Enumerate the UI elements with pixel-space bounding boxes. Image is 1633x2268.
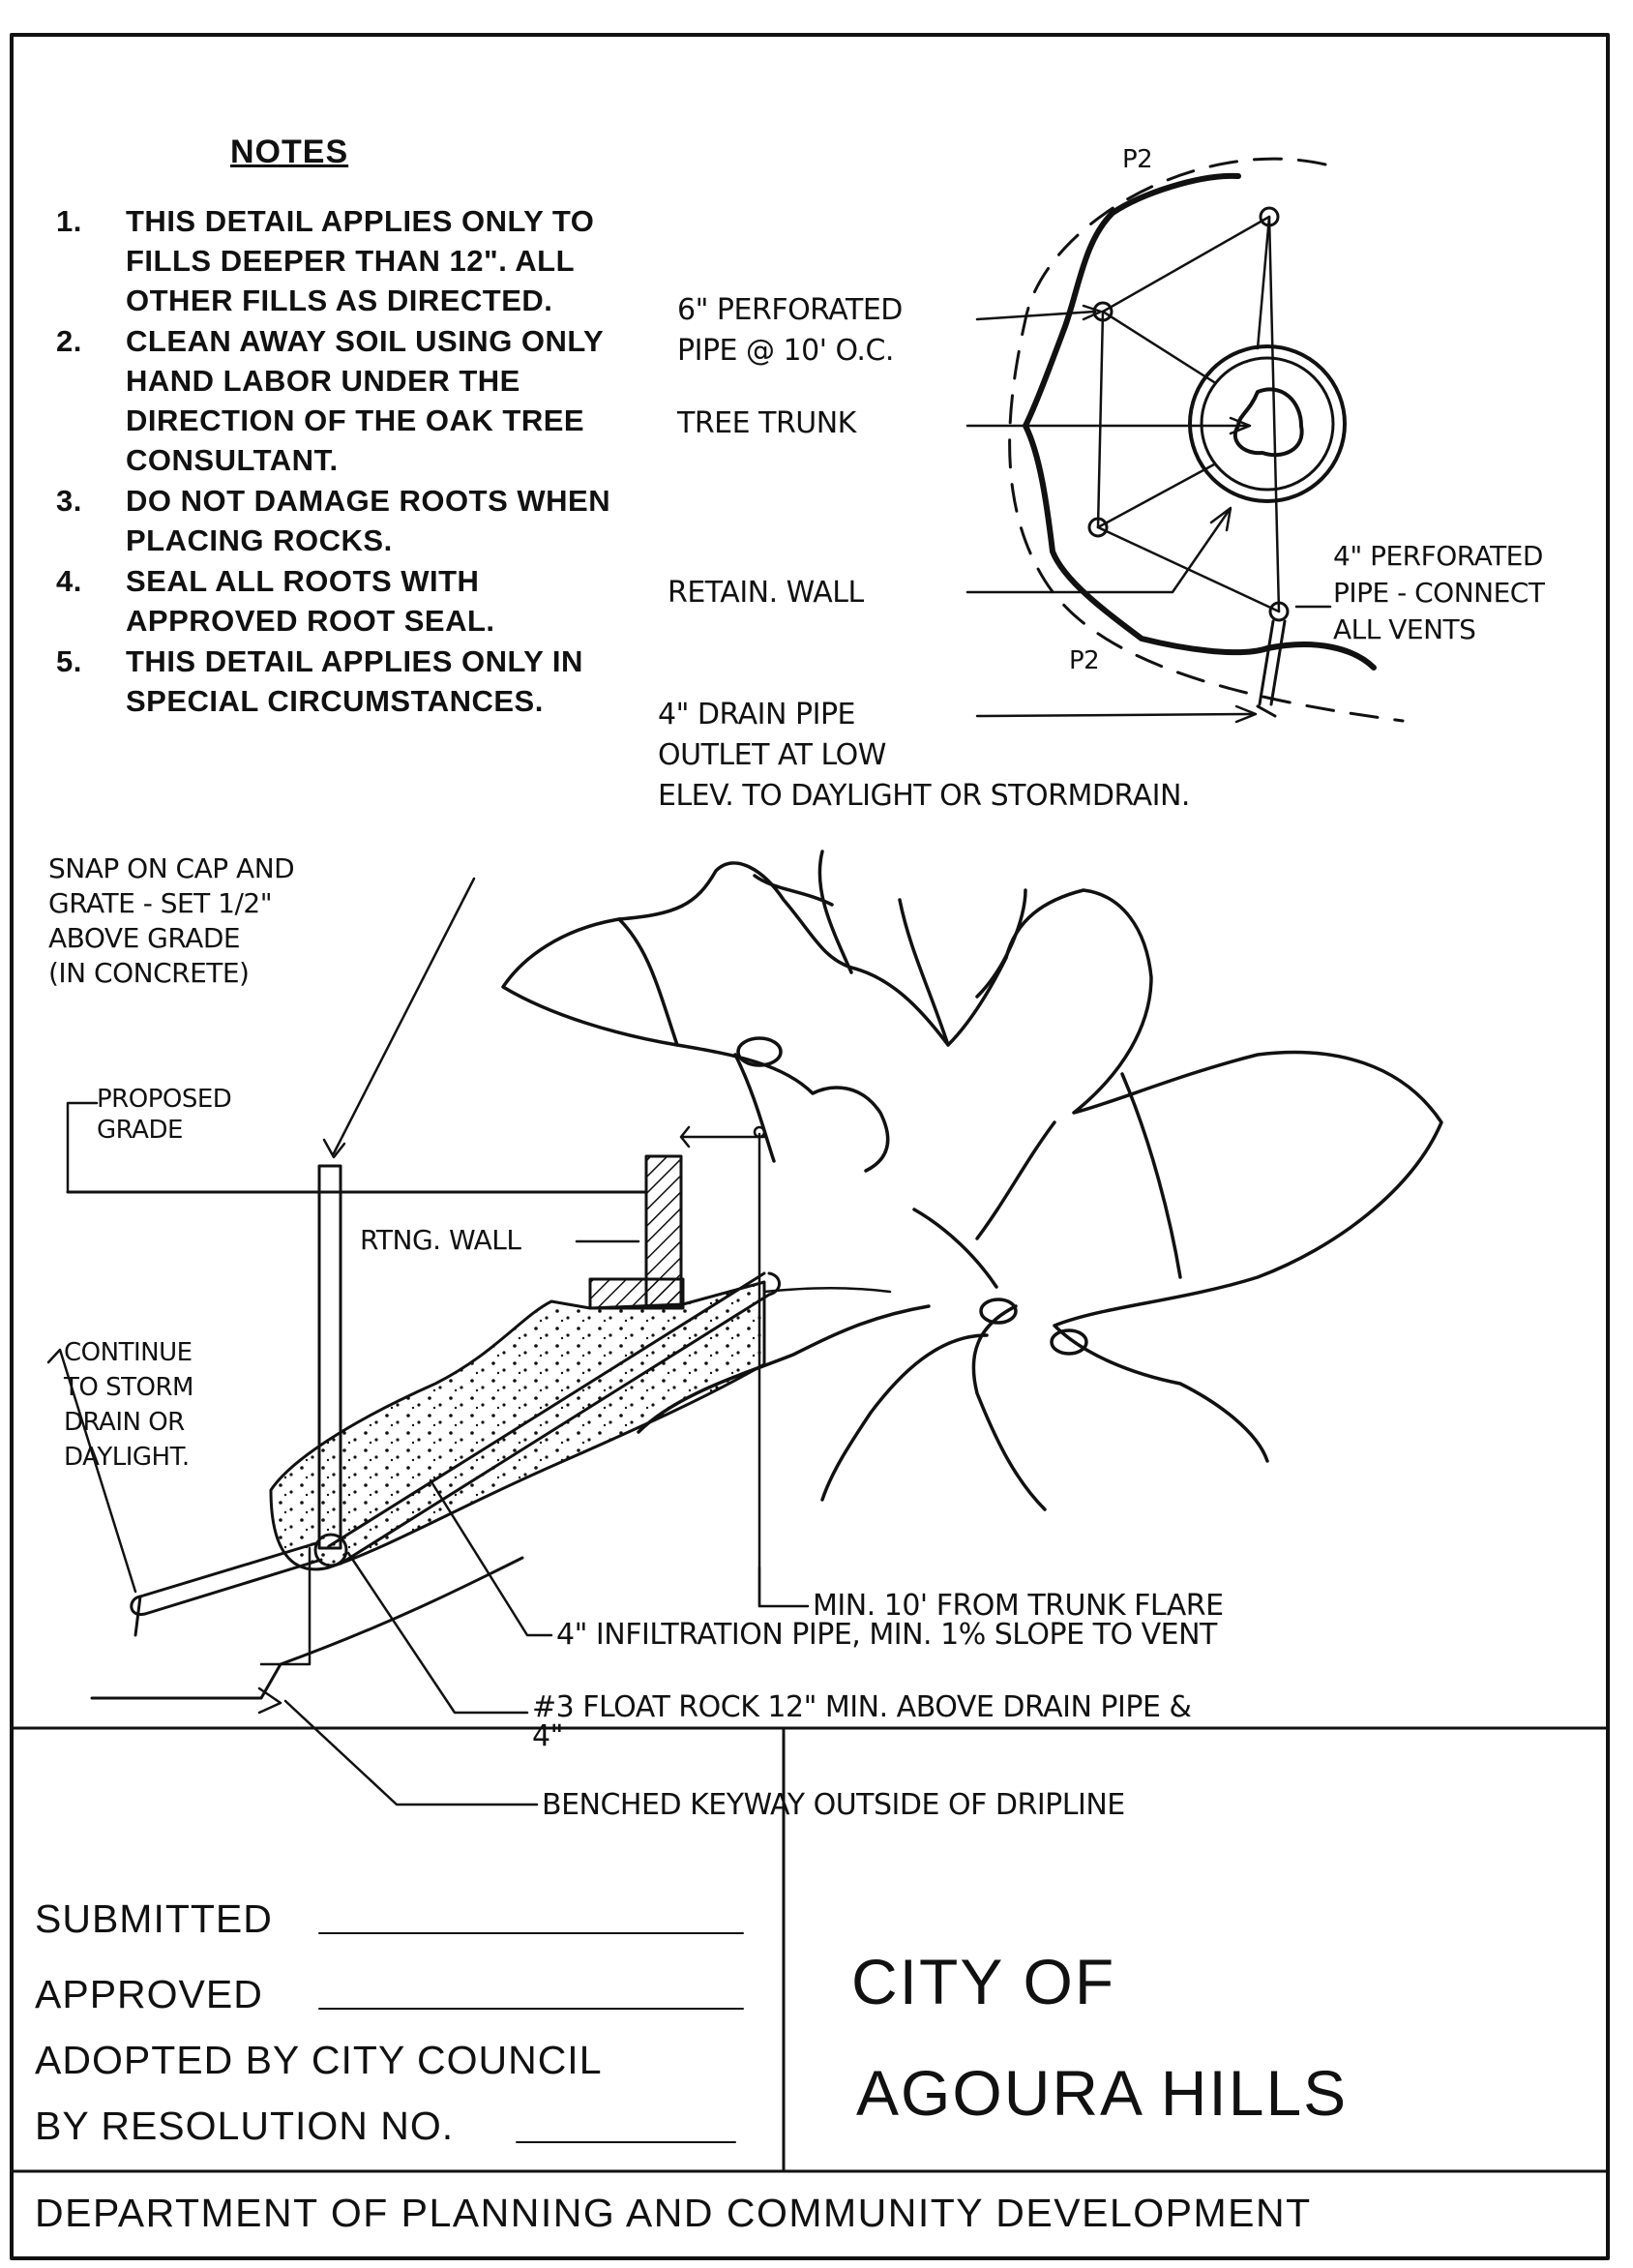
note-text: CLEAN AWAY SOIL USING ONLY HAND LABOR UN… xyxy=(126,324,604,477)
drain-outlet xyxy=(1256,619,1287,718)
wall-dimension xyxy=(679,1125,766,1608)
retain-wall-label: RETAIN. WALL xyxy=(668,576,864,610)
note-text: DO NOT DAMAGE ROOTS WHEN PLACING ROCKS. xyxy=(126,484,611,557)
oak-tree-illustration xyxy=(501,850,1443,1511)
submitted-label: SUBMITTED xyxy=(35,1896,273,1941)
rtng-wall-label: RTNG. WALL xyxy=(360,1224,521,1256)
city-line-2: AGOURA HILLS xyxy=(856,2057,1349,2129)
city-line-1: CITY OF xyxy=(851,1946,1116,2017)
label-line: OUTLET AT LOW xyxy=(658,738,886,772)
perforated-6in-label: 6" PERFORATED PIPE @ 10' O.C. xyxy=(677,290,903,372)
benched-keyway-label: BENCHED KEYWAY OUTSIDE OF DRIPLINE xyxy=(542,1788,1125,1822)
note-text: THIS DETAIL APPLIES ONLY TO FILLS DEEPER… xyxy=(126,204,595,317)
label-line: PROPOSED xyxy=(97,1085,232,1114)
note-text: SEAL ALL ROOTS WITH APPROVED ROOT SEAL. xyxy=(126,564,495,638)
note-1: 1. THIS DETAIL APPLIES ONLY TO FILLS DEEP… xyxy=(56,201,646,320)
proposed-grade-label: PROPOSED GRADE xyxy=(97,1084,232,1146)
label-line: 4" xyxy=(532,1719,563,1753)
label-line: ELEV. TO DAYLIGHT OR STORMDRAIN. xyxy=(658,779,1190,813)
note-4: 4. SEAL ALL ROOTS WITH APPROVED ROOT SEAL… xyxy=(56,561,646,641)
pipe-elbow xyxy=(313,1533,348,1567)
label-line: PIPE - CONNECT xyxy=(1333,577,1545,609)
pipe-network xyxy=(1096,215,1281,613)
float-rock-label: #3 FLOAT ROCK 12" MIN. ABOVE DRAIN PIPE … xyxy=(532,1690,1192,1753)
section-view xyxy=(46,850,1443,1806)
root-cut xyxy=(1050,1328,1088,1356)
knot-1 xyxy=(736,1036,783,1067)
trunk-ring-outer xyxy=(1188,344,1347,503)
label-line: #3 FLOAT ROCK 12" MIN. ABOVE DRAIN PIPE … xyxy=(532,1690,1192,1724)
note-2: 2. CLEAN AWAY SOIL USING ONLY HAND LABOR … xyxy=(56,321,646,480)
approved-label: APPROVED xyxy=(35,1972,263,2016)
label-line: DAYLIGHT. xyxy=(64,1443,190,1472)
notes-list: 1. THIS DETAIL APPLIES ONLY TO FILLS DEEP… xyxy=(56,201,646,722)
note-number: 1. xyxy=(56,204,82,238)
plan-leaders xyxy=(965,304,1332,724)
label-line: PIPE @ 10' O.C. xyxy=(677,334,894,368)
p2-label-bottom: P2 xyxy=(1069,646,1100,675)
p2-dashed-arc xyxy=(1008,157,1405,723)
note-number: 2. xyxy=(56,324,82,358)
notes-title: NOTES xyxy=(230,134,349,170)
note-3: 3. DO NOT DAMAGE ROOTS WHEN PLACING ROCKS… xyxy=(56,481,646,560)
drain-pipe-label: 4" DRAIN PIPE OUTLET AT LOW ELEV. TO DAY… xyxy=(658,695,1190,817)
label-line: SNAP ON CAP AND xyxy=(48,852,295,884)
label-line: GRADE xyxy=(97,1116,183,1145)
tree-trunk-shape xyxy=(1232,387,1304,458)
section-leaders xyxy=(46,877,810,1806)
keyway-step xyxy=(259,1546,312,1666)
sheet-border xyxy=(10,33,1610,2260)
label-line: DRAIN OR xyxy=(64,1408,185,1437)
perforated-4in-label: 4" PERFORATED PIPE - CONNECT ALL VENTS xyxy=(1333,538,1545,648)
infiltration-pipe-label: 4" INFILTRATION PIPE, MIN. 1% SLOPE TO V… xyxy=(556,1618,1217,1652)
note-text: THIS DETAIL APPLIES ONLY IN SPECIAL CIRC… xyxy=(126,644,583,718)
continue-storm-label: CONTINUE TO STORM DRAIN OR DAYLIGHT. xyxy=(64,1335,193,1475)
resolution-label: BY RESOLUTION NO. xyxy=(35,2104,455,2148)
pipe-end xyxy=(767,1271,781,1297)
note-number: 4. xyxy=(56,564,82,598)
float-rock-bed xyxy=(269,1280,766,1571)
tree-trunk-label: TREE TRUNK xyxy=(677,406,856,440)
p2-label-top: P2 xyxy=(1122,145,1153,174)
label-line: CONTINUE xyxy=(64,1338,193,1367)
benched-keyway xyxy=(90,1556,524,1700)
plan-retaining-wall xyxy=(1023,172,1377,671)
retaining-wall-footing xyxy=(588,1277,685,1310)
label-line: TO STORM xyxy=(64,1373,193,1402)
label-line: ALL VENTS xyxy=(1333,613,1476,645)
plan-view xyxy=(965,157,1405,724)
trunk-ring-inner xyxy=(1200,356,1335,492)
label-line: 4" PERFORATED xyxy=(1333,540,1543,572)
label-line: 4" DRAIN PIPE xyxy=(658,698,855,731)
original-grade xyxy=(762,1287,892,1294)
drain-pipe xyxy=(130,1540,323,1637)
label-line: GRATE - SET 1/2" xyxy=(48,887,273,919)
department-label: DEPARTMENT OF PLANNING AND COMMUNITY DEV… xyxy=(35,2191,1312,2235)
note-number: 3. xyxy=(56,484,82,518)
snap-cap-label: SNAP ON CAP AND GRATE - SET 1/2" ABOVE G… xyxy=(48,851,295,991)
label-line: ABOVE GRADE xyxy=(48,922,241,954)
note-number: 5. xyxy=(56,644,82,678)
adopted-label: ADOPTED BY CITY COUNCIL xyxy=(35,2038,603,2082)
label-line: (IN CONCRETE) xyxy=(48,957,250,989)
knot-2 xyxy=(979,1298,1018,1325)
infiltration-pipe xyxy=(327,1271,771,1566)
label-line: 6" PERFORATED xyxy=(677,293,903,327)
proposed-grade-leader xyxy=(66,1101,99,1194)
note-5: 5. THIS DETAIL APPLIES ONLY IN SPECIAL CI… xyxy=(56,642,646,721)
min-10ft-label: MIN. 10' FROM TRUNK FLARE xyxy=(813,1589,1224,1623)
